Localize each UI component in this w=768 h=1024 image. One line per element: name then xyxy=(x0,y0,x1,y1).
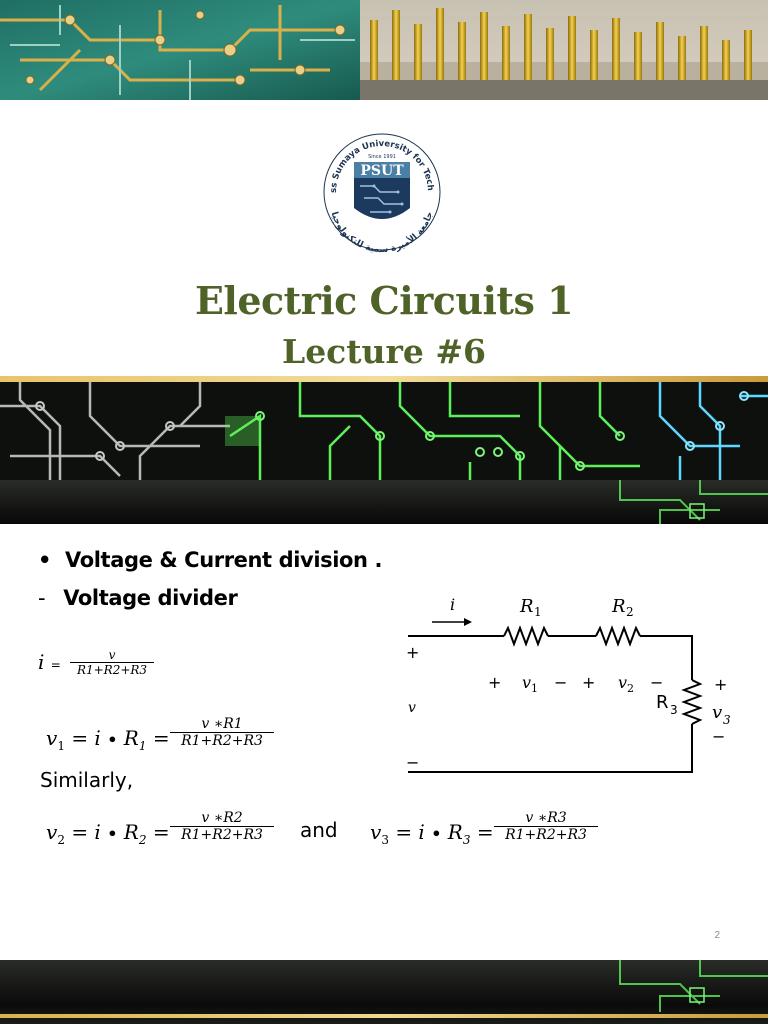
voltage-divider-circuit: i R 1 R 2 + v 1 − + v 2 − R 3 + v 3 − + … xyxy=(406,595,731,773)
current-label: i xyxy=(450,595,455,614)
dark-decorative-band xyxy=(0,480,768,524)
fraction-denominator: R1+R2+R3 xyxy=(76,663,148,677)
eq-v1-equals: = xyxy=(152,726,170,750)
source-minus: − xyxy=(406,753,419,772)
eq-v3-fraction: v ∗R3 R1+R2+R3 xyxy=(494,810,598,843)
eq-v2-dot: • xyxy=(107,824,118,843)
v1-plus: + xyxy=(488,673,501,692)
v2-label: v xyxy=(618,673,627,692)
logo-since-text: Since 1991 xyxy=(368,154,396,160)
fraction-denominator: R1+R2+R3 xyxy=(181,827,263,843)
top-circuit-board-banner xyxy=(0,0,768,100)
v3-minus: − xyxy=(712,727,725,746)
v3-label: v xyxy=(712,702,722,723)
presentation-title: Electric Circuits 1 xyxy=(194,278,574,323)
resistor-r2 xyxy=(595,625,641,647)
eq-v2: v2 = i • R2 = xyxy=(46,820,170,847)
eq-current: i = xyxy=(38,650,61,674)
fraction-numerator: v ∗R2 xyxy=(201,810,243,826)
eq-v1-dot: • xyxy=(107,730,118,749)
resistor-r1 xyxy=(503,625,549,647)
page-number: 2 xyxy=(714,930,720,941)
logo-abbr: PSUT xyxy=(360,163,404,179)
source-label: v xyxy=(408,700,416,716)
fraction-numerator: v ∗R1 xyxy=(201,716,243,732)
eq-v3-lhs-sub: 3 xyxy=(381,833,389,847)
eq-v3-r-sub: 3 xyxy=(462,833,471,847)
lecture-number: Lecture #6 xyxy=(281,332,486,371)
v1-label: v xyxy=(522,673,531,692)
sub-bullet-marker: - xyxy=(38,586,46,610)
dark-band-image xyxy=(0,480,768,524)
v3-plus: + xyxy=(714,675,727,694)
resistor-r3 xyxy=(681,679,703,725)
eq-v1-fraction: v ∗R1 R1+R2+R3 xyxy=(170,716,274,749)
circuit-wires xyxy=(408,625,703,773)
v2-minus: − xyxy=(650,673,663,692)
eq-v3-equals: = xyxy=(476,820,494,844)
eq-v1-r-sub: 1 xyxy=(138,739,147,753)
r2-label: R xyxy=(611,596,626,617)
circuit-traces-image xyxy=(0,376,768,480)
fraction-denominator: R1+R2+R3 xyxy=(505,827,587,843)
eq-v1-mid: = i xyxy=(71,726,101,750)
bottom-band-image xyxy=(0,960,768,1024)
eq-v3-r: R xyxy=(447,820,463,844)
v1-minus: − xyxy=(554,673,567,692)
r1-sub: 1 xyxy=(534,605,542,619)
similarly-text: Similarly, xyxy=(40,768,134,792)
fraction-numerator: v xyxy=(108,648,116,662)
eq-v3: v3 = i • R3 = xyxy=(370,820,494,847)
fraction-numerator: v ∗R3 xyxy=(525,810,567,826)
circuit-board-photo xyxy=(0,0,768,100)
eq-v2-equals: = xyxy=(152,820,170,844)
eq-v3-mid: = i xyxy=(395,820,425,844)
v2-plus: + xyxy=(582,673,595,692)
psut-logo: Princess Sumaya University for Technolog… xyxy=(311,121,450,256)
eq-v2-r: R xyxy=(123,820,139,844)
eq-v2-mid: = i xyxy=(71,820,101,844)
slide-voltage-divider: • Voltage & Current division . -Voltage d… xyxy=(0,524,768,960)
eq-current-lhs: i xyxy=(38,650,45,674)
eq-v1-r: R xyxy=(123,726,139,750)
r3-sub: 3 xyxy=(670,703,678,717)
bottom-decorative-band xyxy=(0,960,768,1024)
eq-v1: v1 = i • R1 = xyxy=(46,726,170,753)
eq-v1-lhs: v xyxy=(46,726,58,750)
eq-v2-lhs-sub: 2 xyxy=(57,833,65,847)
eq-current-fraction: v R1+R2+R3 xyxy=(70,648,154,677)
eq-v1-lhs-sub: 1 xyxy=(57,739,65,753)
bullet-main-text: Voltage & Current division . xyxy=(65,548,383,572)
psut-logo-icon: Princess Sumaya University for Technolog… xyxy=(311,121,441,255)
eq-v3-lhs: v xyxy=(370,820,382,844)
bullet-sub: -Voltage divider xyxy=(38,586,238,610)
eq-v3-dot: • xyxy=(431,824,442,843)
bullet-sub-text: Voltage divider xyxy=(63,586,238,610)
r3-label: R xyxy=(656,692,669,713)
r1-label: R xyxy=(519,596,534,617)
source-plus: + xyxy=(406,643,419,662)
eq-v2-lhs: v xyxy=(46,820,58,844)
v1-sub: 1 xyxy=(531,682,538,695)
v2-sub: 2 xyxy=(627,682,634,695)
and-text: and xyxy=(300,818,338,842)
eq-v2-fraction: v ∗R2 R1+R2+R3 xyxy=(170,810,274,843)
circuit-traces-band xyxy=(0,376,768,480)
r2-sub: 2 xyxy=(626,605,634,619)
fraction-denominator: R1+R2+R3 xyxy=(181,733,263,749)
bullet-main: • Voltage & Current division . xyxy=(38,548,382,572)
eq-v2-r-sub: 2 xyxy=(138,833,147,847)
v3-sub: 3 xyxy=(723,713,731,727)
eq-current-equals: = xyxy=(50,658,61,672)
bullet-marker: • xyxy=(38,548,52,572)
